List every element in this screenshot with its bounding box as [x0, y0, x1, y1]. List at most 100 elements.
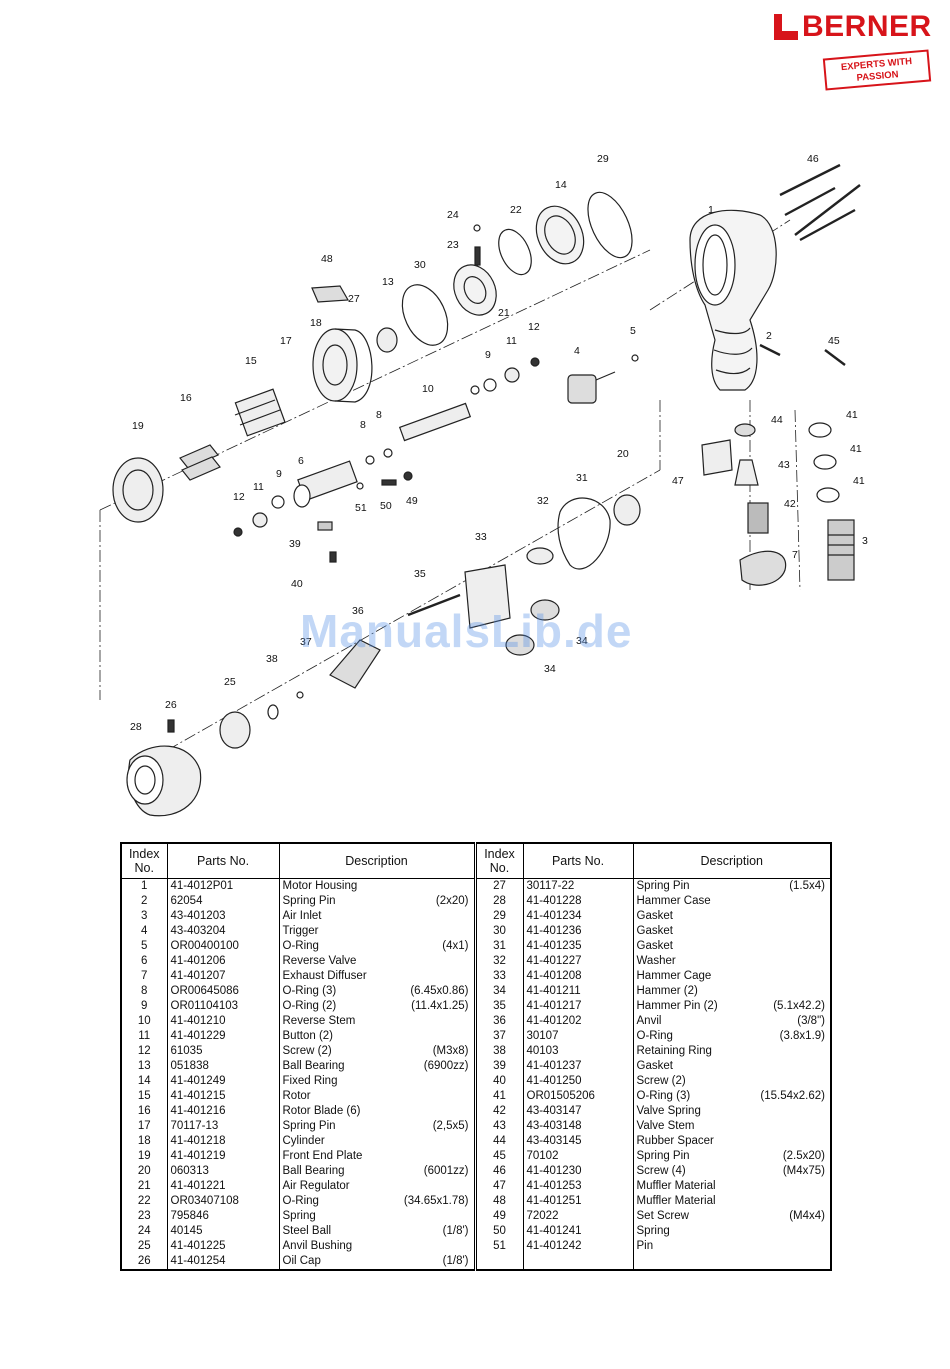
part-o-ring-41b	[813, 454, 837, 470]
part-screws	[779, 163, 861, 242]
part-number-cell: 795846	[166, 1209, 280, 1224]
callout-label: 27	[348, 293, 360, 305]
description-text: O-Ring	[282, 940, 319, 952]
description-cell: Valve Spring	[632, 1104, 832, 1119]
index-cell: 11	[120, 1029, 168, 1044]
index-cell: 35	[473, 999, 524, 1014]
callout-label: 9	[276, 468, 282, 480]
size-text: (4x1)	[442, 940, 469, 952]
description-cell: O-Ring (4x1)	[278, 939, 476, 954]
part-number-cell: 41-401254	[166, 1254, 280, 1271]
description-cell: Spring Pin(2,5x5)	[278, 1119, 476, 1134]
size-text: (M3x8)	[432, 1045, 469, 1057]
index-cell: 29	[473, 909, 524, 924]
part-screw-40	[329, 551, 337, 563]
description-text: O-Ring	[282, 1195, 319, 1207]
index-cell: 47	[473, 1179, 524, 1194]
callout-label: 43	[778, 459, 790, 471]
callout-label: 18	[310, 317, 322, 329]
description-cell: Retaining Ring	[632, 1044, 832, 1059]
index-cell: 19	[120, 1149, 168, 1164]
part-number-cell: 43-403204	[166, 924, 280, 939]
description-cell: O-Ring (3)(6.45x0.86)	[278, 984, 476, 999]
callout-label: 14	[555, 179, 567, 191]
description-cell: Gasket	[632, 1059, 832, 1074]
description-cell: Rotor Blade (6)	[278, 1104, 476, 1119]
index-cell: 27	[473, 878, 524, 894]
description-text: Button (2)	[282, 1030, 334, 1042]
description-text: Spring Pin	[636, 880, 690, 892]
callout-label: 25	[224, 676, 236, 688]
callout-label: 11	[253, 481, 264, 493]
size-text	[825, 1224, 827, 1239]
description-cell: Valve Stem	[632, 1119, 832, 1134]
callout-label: 17	[280, 335, 292, 347]
part-number-cell: 41-401211	[522, 984, 634, 999]
part-button-11a	[504, 367, 520, 383]
index-cell: 39	[473, 1059, 524, 1074]
size-text	[469, 1104, 471, 1119]
part-fixed-ring-14	[535, 205, 585, 265]
callout-label: 30	[414, 259, 426, 271]
description-cell: Spring Pin(1.5x4)	[632, 878, 832, 894]
part-number-cell: 61035	[166, 1044, 280, 1059]
part-air-inlet-3	[827, 519, 855, 581]
description-text: Washer	[636, 955, 676, 967]
description-cell: O-Ring(34.65x1.78)	[278, 1194, 476, 1209]
size-text	[469, 1014, 471, 1029]
size-text: (2x20)	[435, 895, 469, 907]
index-cell: 23	[120, 1209, 168, 1224]
size-text	[469, 969, 471, 984]
index-cell: 9	[120, 999, 168, 1014]
description-text: Muffler Material	[636, 1195, 716, 1207]
description-text: Rotor Blade (6)	[282, 1105, 361, 1117]
size-text: (5.1x42.2)	[773, 1000, 825, 1012]
description-cell: Pin	[632, 1239, 832, 1254]
description-cell: Spring Pin (2.5x20)	[632, 1149, 832, 1164]
callout-label: 51	[355, 502, 367, 514]
index-cell: 17	[120, 1119, 168, 1134]
description-cell: Gasket	[632, 909, 832, 924]
size-text	[469, 909, 471, 924]
index-cell: 43	[473, 1119, 524, 1134]
part-number-cell: 41-401225	[166, 1239, 280, 1254]
index-cell: 28	[473, 894, 524, 909]
description-cell: Muffler Material	[632, 1179, 832, 1194]
size-text: (2.5x20)	[782, 1150, 825, 1162]
part-number-cell: 41-401208	[522, 969, 634, 984]
callout-label: 3	[862, 535, 868, 547]
size-text	[825, 1104, 827, 1119]
description-cell: Button (2)	[278, 1029, 476, 1044]
size-text	[469, 1074, 471, 1089]
part-set-screw-49	[403, 471, 413, 481]
size-text	[825, 894, 827, 909]
part-number-cell: 30107	[522, 1029, 634, 1044]
size-text	[825, 1239, 827, 1254]
index-cell: 22	[120, 1194, 168, 1209]
description-cell: Muffler Material	[632, 1194, 832, 1209]
axis-line-inlet	[794, 409, 801, 591]
size-text	[469, 1149, 471, 1164]
callout-label: 41	[850, 443, 862, 455]
part-number-cell: OR03407108	[166, 1194, 280, 1209]
index-cell: 33	[473, 969, 524, 984]
description-cell: Spring	[632, 1224, 832, 1239]
part-valve-spring-42	[747, 502, 769, 534]
callout-label: 16	[180, 392, 192, 404]
size-text: (2,5x5)	[432, 1120, 469, 1132]
description-text: Gasket	[636, 925, 673, 937]
size-text: (3/8")	[797, 1015, 825, 1027]
description-text: Gasket	[636, 910, 673, 922]
callout-label: 45	[828, 335, 840, 347]
part-ball-bearing-13	[376, 327, 398, 353]
index-cell: 31	[473, 939, 524, 954]
description-text: Reverse Stem	[282, 1015, 356, 1027]
description-text: Hammer (2)	[636, 985, 698, 997]
description-text: Spring Pin	[636, 1150, 690, 1162]
callout-label: 46	[807, 153, 819, 165]
